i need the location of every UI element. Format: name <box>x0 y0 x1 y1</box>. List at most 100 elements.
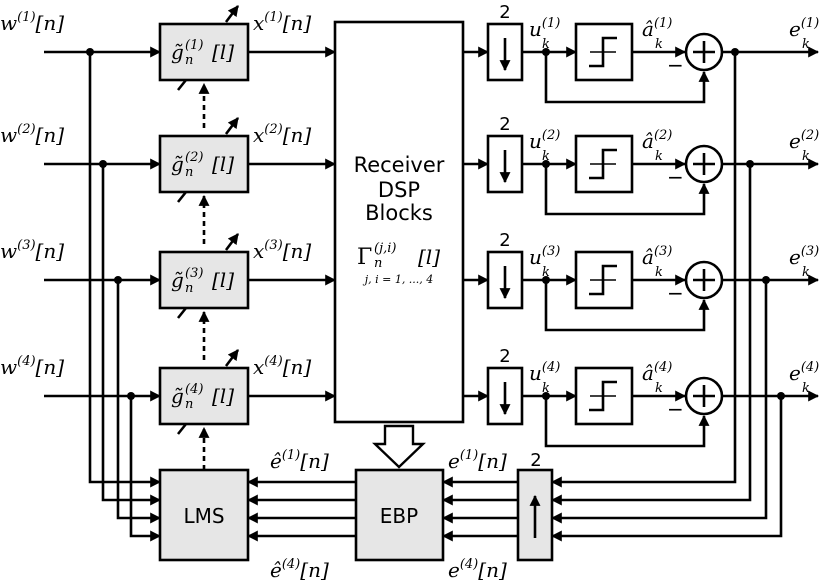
channel-row-3: w(3)[n]g̃(3)n[l]x(3)[n]2u(3)kâ(3)k−e(3)k <box>0 230 819 524</box>
filter-subscript-4: n <box>185 397 193 412</box>
ahat-subscript-3: k <box>655 265 663 280</box>
input-label-2: w(2)[n] <box>0 122 64 147</box>
error-to-upsampler-2 <box>550 164 752 506</box>
ahat-subscript-1: k <box>655 37 663 52</box>
adapt-tick-4 <box>176 423 188 435</box>
filter-index-2: [l] <box>212 152 234 176</box>
filter-index-3: [l] <box>212 268 234 292</box>
adapt-arrow-4 <box>224 349 240 367</box>
u-subscript-2: k <box>542 149 550 164</box>
minus-sign-2: − <box>667 165 684 189</box>
downsample-factor-1: 2 <box>499 2 510 23</box>
input-to-lms-3 <box>116 280 162 524</box>
dsp-label-line2: DSP <box>378 178 420 202</box>
lms-block <box>158 468 250 562</box>
dsp-gamma-superscript: (j,i) <box>374 241 396 256</box>
filter-label-3: g̃ <box>171 268 184 292</box>
filter-superscript-2: (2) <box>185 150 203 165</box>
ebp-input-label-bottom: e(4)[n] <box>448 557 507 582</box>
input-to-lms-2 <box>101 164 162 506</box>
error-subscript-3: k <box>802 265 810 280</box>
filter-block-3 <box>158 250 250 310</box>
input-label-3: w(3)[n] <box>0 238 64 263</box>
ebp-input-label-top: e(1)[n] <box>448 448 507 473</box>
filter-label-4: g̃ <box>171 384 184 408</box>
error-subscript-4: k <box>802 381 810 396</box>
ahat-label-1: â(1) <box>642 16 672 41</box>
adaptation-section: e(1)[n] e(4)[n] ê(1)[n] ê(4)[n] <box>198 82 518 582</box>
input-to-lms-1 <box>88 52 162 488</box>
dsp-gamma-subscript-n: n <box>374 256 382 271</box>
dsp-label-line3: Blocks <box>365 201 433 225</box>
adapt-arrow-3 <box>224 233 240 251</box>
filter-block-2 <box>158 134 250 194</box>
filter-output-label-2: x(2)[n] <box>253 122 311 147</box>
dsp-to-ebp-arrow <box>372 424 426 469</box>
error-to-upsampler-1 <box>550 52 737 488</box>
lms-input-label-bottom: ê(4)[n] <box>270 557 329 582</box>
filter-label-2: g̃ <box>171 152 184 176</box>
ahat-label-2: â(2) <box>642 128 672 153</box>
channel-row-1: w(1)[n]g̃(1)n[l]x(1)[n]2u(1)kâ(1)k−e(1)k <box>0 2 819 488</box>
error-to-upsampler-3 <box>550 280 768 524</box>
filter-subscript-3: n <box>185 281 193 296</box>
minus-sign-1: − <box>667 53 684 77</box>
u-to-summer-3 <box>544 280 710 332</box>
ahat-subscript-2: k <box>655 149 663 164</box>
ebp-label: EBP <box>380 504 418 528</box>
downsample-factor-4: 2 <box>499 346 510 367</box>
downsample-factor-3: 2 <box>499 230 510 251</box>
filter-superscript-4: (4) <box>185 382 203 397</box>
downsample-factor-2: 2 <box>499 114 510 135</box>
filter-label-1: g̃ <box>171 40 184 64</box>
error-subscript-1: k <box>802 37 810 52</box>
adapt-tick-2 <box>176 191 188 203</box>
filter-index-1: [l] <box>212 40 234 64</box>
error-subscript-2: k <box>802 149 810 164</box>
u-to-summer-4 <box>544 396 710 448</box>
ahat-label-3: â(3) <box>642 244 672 269</box>
filter-output-label-4: x(4)[n] <box>253 354 311 379</box>
u-label-1: u(1) <box>529 16 560 41</box>
u-subscript-4: k <box>542 381 550 396</box>
dsp-gamma-range: j, i = 1, ..., 4 <box>362 273 434 286</box>
u-label-3: u(3) <box>529 244 560 269</box>
u-subscript-1: k <box>542 37 550 52</box>
u-label-4: u(4) <box>529 360 560 385</box>
error-label-2: e(2) <box>789 128 819 153</box>
ahat-subscript-4: k <box>655 381 663 396</box>
filter-superscript-3: (3) <box>185 266 203 281</box>
minus-sign-3: − <box>667 281 684 305</box>
filter-output-label-1: x(1)[n] <box>253 10 311 35</box>
adapt-arrow-1 <box>224 5 240 23</box>
adapt-tick-1 <box>176 79 188 91</box>
dsp-block <box>333 20 465 424</box>
adapt-tick-3 <box>176 307 188 319</box>
u-to-summer-1 <box>544 52 710 104</box>
input-to-lms-4 <box>129 396 162 542</box>
lms-input-label-top: ê(1)[n] <box>270 448 329 473</box>
upsample-factor: 2 <box>530 450 541 471</box>
minus-sign-4: − <box>667 397 684 421</box>
dsp-gamma-symbol: Γ <box>357 245 372 270</box>
u-to-summer-2 <box>544 164 710 216</box>
dsp-gamma-index: [l] <box>418 245 440 269</box>
ebp-block <box>354 468 445 562</box>
filter-subscript-1: n <box>185 53 193 68</box>
filter-superscript-1: (1) <box>185 38 203 53</box>
filter-index-4: [l] <box>212 384 234 408</box>
filter-subscript-2: n <box>185 165 193 180</box>
ahat-label-4: â(4) <box>642 360 672 385</box>
error-label-1: e(1) <box>789 16 819 41</box>
channel-row-4: w(4)[n]g̃(4)n[l]x(4)[n]2u(4)kâ(4)k−e(4)k <box>0 346 819 542</box>
filter-output-label-3: x(3)[n] <box>253 238 311 263</box>
channel-row-2: w(2)[n]g̃(2)n[l]x(2)[n]2u(2)kâ(2)k−e(2)k <box>0 114 819 506</box>
u-label-2: u(2) <box>529 128 560 153</box>
dsp-label-line1: Receiver <box>354 153 445 177</box>
upsampler-block <box>516 468 554 562</box>
error-label-3: e(3) <box>789 244 819 269</box>
error-to-upsampler-4 <box>550 396 783 542</box>
signal-rows: w(1)[n]g̃(1)n[l]x(1)[n]2u(1)kâ(1)k−e(1)k… <box>0 2 819 542</box>
error-label-4: e(4) <box>789 360 819 385</box>
